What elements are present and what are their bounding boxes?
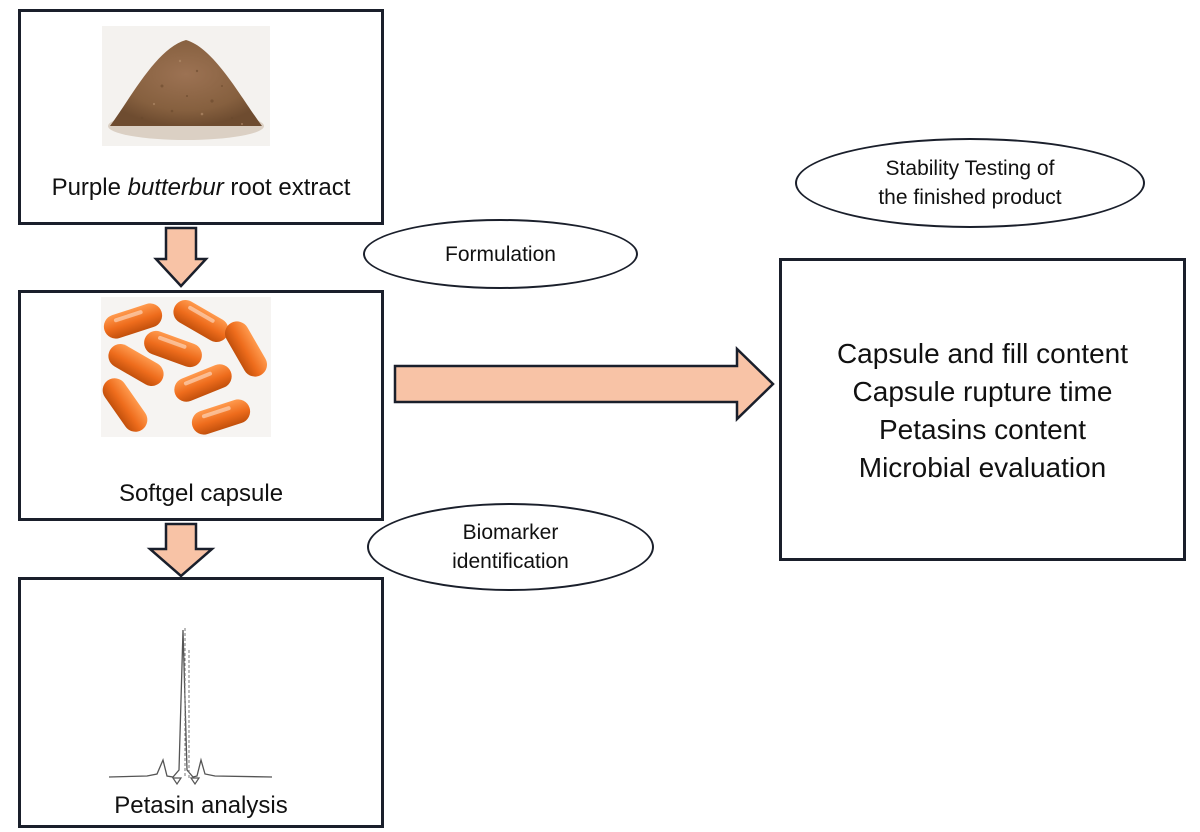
down-arrow-bottom <box>146 522 216 578</box>
capsules-image <box>101 297 271 437</box>
biomarker-ellipse: Biomarker identification <box>367 503 654 591</box>
ellipse-text: Formulation <box>445 242 556 266</box>
ellipse-text: Biomarker <box>462 521 559 544</box>
petasin-label: Petasin analysis <box>114 792 288 819</box>
ellipse-text: Stability Testing of <box>885 157 1055 180</box>
stability-ellipse: Stability Testing of the finished produc… <box>795 138 1145 228</box>
results-box: Capsule and fill content Capsule rupture… <box>779 258 1186 561</box>
chromatogram-image <box>108 628 273 785</box>
formulation-ellipse: Formulation <box>363 219 638 289</box>
petasin-box: Petasin analysis <box>18 577 384 828</box>
result-item: Petasins content <box>878 414 1087 445</box>
result-item: Microbial evaluation <box>858 452 1107 483</box>
down-arrow-top <box>153 226 209 288</box>
softgel-box: Softgel capsule <box>18 290 384 521</box>
powder-image <box>102 26 270 146</box>
right-arrow <box>393 346 775 422</box>
result-item: Capsule rupture time <box>852 376 1113 407</box>
result-item: Capsule and fill content <box>836 338 1129 369</box>
results-list: Capsule and fill content Capsule rupture… <box>782 335 1183 487</box>
softgel-label: Softgel capsule <box>118 480 284 507</box>
extract-label: Purple butterbur root extract <box>51 174 351 201</box>
ellipse-text: identification <box>452 550 569 573</box>
ellipse-text: the finished product <box>878 186 1062 209</box>
extract-box: Purple butterbur root extract <box>18 9 384 225</box>
